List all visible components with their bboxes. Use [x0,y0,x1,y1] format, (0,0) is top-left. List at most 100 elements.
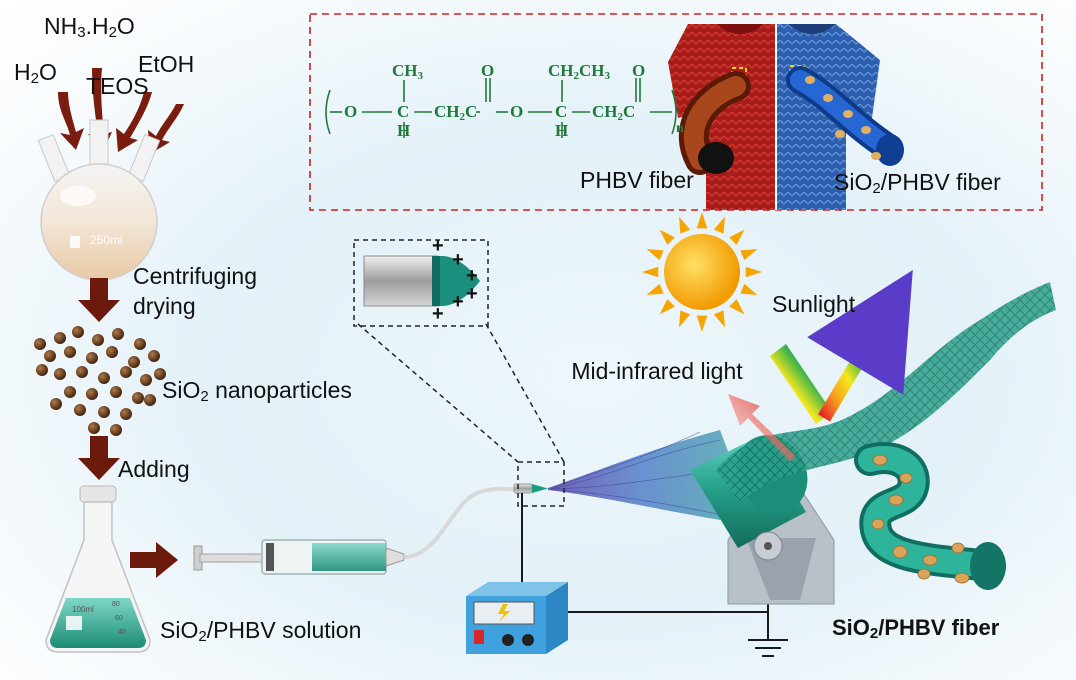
sun-ray [696,315,708,332]
sun-icon [642,212,762,332]
svg-text:+: + [452,291,464,313]
chem-oxygen-2: O [510,102,524,121]
nanoparticle [72,326,84,338]
spinneret-needle [513,483,548,494]
nanoparticle [36,364,48,376]
surface-charges: +++ +++ [432,235,478,325]
reagent-teos-label: TEOS [86,73,149,99]
sun-ray [740,283,758,295]
flask-volume-label: 250ml [90,233,123,247]
nanoparticle [44,350,56,362]
chem-carbon-2: C [555,102,568,121]
grad-mark-40: 40 [118,629,126,636]
fiber-membrane [716,282,1056,502]
sun-ray [740,249,758,261]
sunlight-reflected-ray [807,269,913,422]
grad-mark-80: 80 [112,601,120,608]
nanoparticle [92,334,104,346]
svg-text:+: + [432,235,444,257]
fiber-jet-spray [548,430,735,520]
nanoparticle [50,398,62,410]
nanoparticle [76,366,88,378]
nanoparticle [98,406,110,418]
sio2-phbv-fiber-inset-label: SiO2/PHBV fiber [834,169,1001,197]
nanoparticle [148,350,160,362]
nanoparticles-label: SiO2 nanoparticles [162,377,352,405]
chem-repeat-n: n [676,121,684,136]
nanoparticle [74,404,86,416]
phbv-structure-bonds [325,78,677,138]
chem-carbon-1: C [397,102,410,121]
chem-hydrogen-2: H [555,121,569,140]
sun-ray [729,299,745,315]
svg-text:+: + [432,303,444,325]
reagent-ammonia-label: NH3.H2O [44,13,135,41]
adding-step-label: Adding [118,456,190,482]
erlenmeyer-flask: 100ml 80 60 40 [45,485,151,653]
chem-ethyl: CH2CH3 [548,61,610,82]
power-supply [466,582,568,654]
nanoparticle [64,386,76,398]
sun-ray [646,283,664,295]
sun-ray [713,216,725,234]
sun-ray [696,212,708,229]
sun-ray [659,299,675,315]
chem-hydrogen-1: H [397,121,411,140]
svg-text:+: + [452,249,464,271]
chem-oxygen-1: O [344,102,358,121]
nanoparticle [144,394,156,406]
nanoparticle [112,328,124,340]
structure-inset-frame [309,13,1043,211]
mid-infrared-arrow [728,394,796,462]
charged-needle-inset [363,255,480,307]
sun-ray [745,266,762,278]
grad-mark-60: 60 [115,615,123,622]
sun-ray [646,249,664,261]
chem-methyl: CH3 [392,61,423,82]
nanoparticle [110,386,122,398]
nanoparticle [132,392,144,404]
mid-infrared-label: Mid-infrared light [571,358,743,384]
sunlight-label: Sunlight [772,291,856,317]
red-t-shirt [668,24,776,210]
sun-ray [729,229,745,245]
nanoparticle [106,346,118,358]
chem-carbonyl-1: O [481,61,495,80]
nanoparticle [86,352,98,364]
centrifuge-step-label: Centrifuging drying [133,263,258,319]
nanoparticle [64,346,76,358]
sun-ray [659,229,675,245]
beaker-volume-label: 100ml [72,605,94,614]
chem-carbonyl-2: O [632,61,646,80]
nanoparticle [140,374,152,386]
nanoparticle [88,422,100,434]
nanoparticle [120,366,132,378]
three-neck-flask [37,119,161,281]
sun-ray [642,266,659,278]
phbv-fiber-label: PHBV fiber [580,167,694,193]
sio2-nanoparticle-cluster [34,326,166,436]
nanoparticle [154,368,166,380]
nanoparticle [54,368,66,380]
nanoparticle [54,332,66,344]
nanoparticle [86,388,98,400]
ground-symbol [748,639,788,657]
chem-ch2c-1: CH2C [434,102,478,123]
coated-fiber-closeup [854,442,1006,590]
nanoparticle [98,372,110,384]
sun-ray [679,216,691,234]
sunlight-incident-ray [770,344,832,424]
nanoparticle [120,408,132,420]
svg-text:+: + [466,265,478,287]
solution-label: SiO2/PHBV solution [160,617,362,645]
sun-ray [713,310,725,328]
coated-fiber-icon [786,66,904,166]
needle-zoom-indicator [353,239,565,507]
plain-fiber-icon [678,71,751,175]
nanoparticle [128,356,140,368]
sun-ray [679,310,691,328]
chem-ch2c-2: CH2C [592,102,636,123]
nanoparticle [34,338,46,350]
